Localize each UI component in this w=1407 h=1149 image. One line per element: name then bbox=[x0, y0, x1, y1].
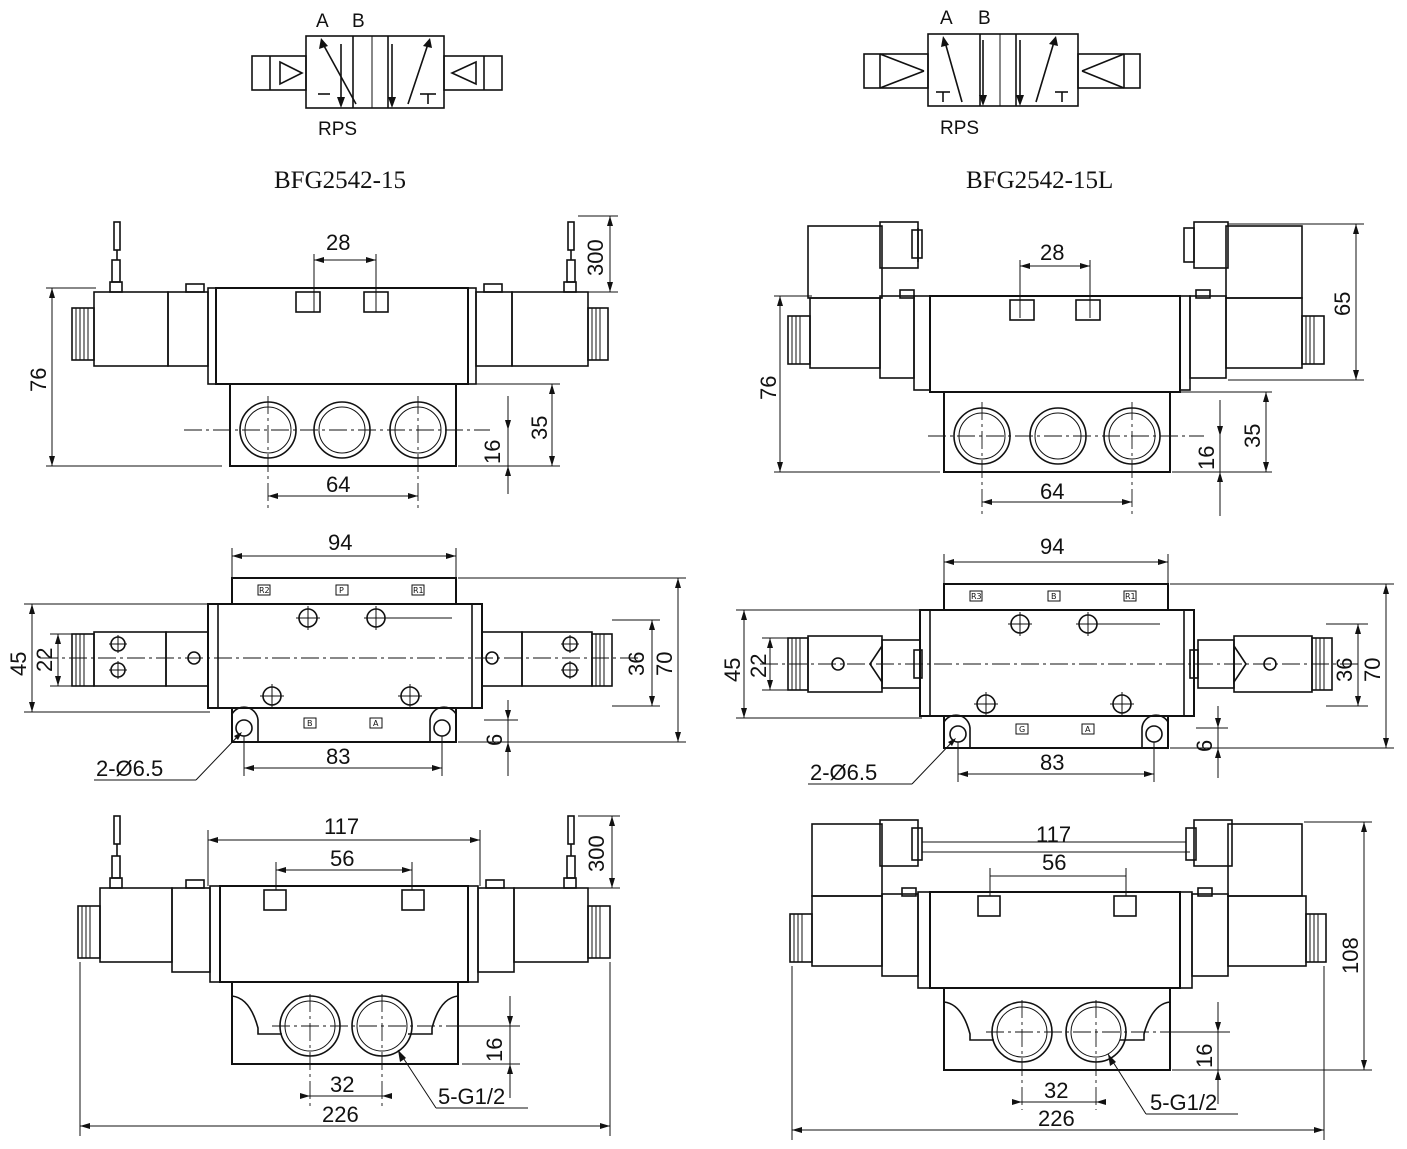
dim-body-height: 45 bbox=[6, 652, 31, 676]
dim-cable-length: 300 bbox=[584, 835, 609, 872]
port-label-g: G bbox=[1019, 725, 1025, 734]
port-label-b: B bbox=[1051, 592, 1057, 601]
dim-port-height: 16 bbox=[1194, 446, 1219, 470]
dim-height-36: 36 bbox=[624, 652, 649, 676]
dim-coil-height: 22 bbox=[746, 654, 771, 678]
left-top-view: R2 P R1 B A bbox=[6, 530, 686, 781]
dim-spacing-56: 56 bbox=[1042, 850, 1066, 875]
ports-thread-label: 5-G1/2 bbox=[438, 1084, 505, 1109]
port-label-r1: R1 bbox=[1125, 592, 1136, 601]
dim-port-pitch: 32 bbox=[1044, 1078, 1068, 1103]
right-valve-symbol: A B RPS bbox=[863, 8, 1141, 139]
dim-port-height: 16 bbox=[480, 440, 505, 464]
left-front-view: 28 300 76 35 16 64 bbox=[26, 215, 618, 510]
dim-height-70: 70 bbox=[652, 652, 677, 676]
dim-length-117: 117 bbox=[1036, 822, 1071, 847]
dim-port-pitch: 64 bbox=[1040, 479, 1064, 504]
dim-body-height: 45 bbox=[720, 658, 745, 682]
left-valve-symbol: A B RPS bbox=[251, 11, 503, 140]
right-front-view: 28 65 76 35 16 64 bbox=[756, 221, 1364, 516]
dim-total-length: 226 bbox=[1038, 1106, 1075, 1131]
dim-port-spacing: 28 bbox=[326, 230, 350, 255]
dim-spacing-56: 56 bbox=[330, 846, 354, 871]
dim-body-width: 94 bbox=[328, 530, 352, 555]
dim-port-pitch: 32 bbox=[330, 1072, 354, 1097]
dim-foot: 6 bbox=[482, 734, 507, 746]
dim-foot: 6 bbox=[1192, 740, 1217, 752]
symbol-ports-rps: RPS bbox=[318, 119, 357, 140]
dim-height-108: 108 bbox=[1338, 937, 1363, 974]
dim-port-pitch: 64 bbox=[326, 472, 350, 497]
port-label-a: A bbox=[1085, 725, 1091, 734]
symbol-port-a: A bbox=[316, 11, 329, 32]
dim-mount-spacing: 83 bbox=[1040, 750, 1064, 775]
symbol-port-b: B bbox=[978, 8, 991, 29]
port-label-a: A bbox=[373, 719, 379, 728]
dim-base-height: 35 bbox=[527, 416, 552, 440]
dim-overall-height: 76 bbox=[26, 368, 51, 392]
port-label-r1: R1 bbox=[413, 586, 424, 595]
ports-thread-label: 5-G1/2 bbox=[1150, 1090, 1217, 1115]
left-side-view: 117 56 300 16 32 226 5-G1/2 bbox=[77, 814, 620, 1136]
dim-port-height: 16 bbox=[482, 1038, 507, 1062]
port-label-r3: R3 bbox=[971, 592, 982, 601]
port-label-r2: R2 bbox=[259, 586, 270, 595]
dim-port-spacing: 28 bbox=[1040, 240, 1064, 265]
port-label-b: B bbox=[307, 719, 313, 728]
dim-height-36: 36 bbox=[1332, 658, 1357, 682]
symbol-port-a: A bbox=[940, 8, 953, 29]
dim-overall-height: 76 bbox=[756, 376, 781, 400]
symbol-ports-rps: RPS bbox=[940, 118, 979, 139]
dim-coil-height: 22 bbox=[32, 648, 57, 672]
dim-port-height: 16 bbox=[1192, 1044, 1217, 1068]
dim-body-width: 94 bbox=[1040, 534, 1064, 559]
right-top-view: R3 B R1 G A bbox=[720, 534, 1394, 785]
dim-total-length: 226 bbox=[322, 1102, 359, 1127]
port-label-p: P bbox=[339, 586, 344, 595]
dim-mount-spacing: 83 bbox=[326, 744, 350, 769]
right-model-title: BFG2542-15L bbox=[966, 167, 1113, 194]
right-side-view: 117 56 108 16 32 226 5-G1/2 bbox=[789, 819, 1372, 1140]
symbol-port-b: B bbox=[352, 11, 365, 32]
dim-height-70: 70 bbox=[1360, 658, 1385, 682]
mounting-holes-label: 2-Ø6.5 bbox=[96, 756, 163, 781]
mounting-holes-label: 2-Ø6.5 bbox=[810, 760, 877, 785]
dim-length-117: 117 bbox=[324, 814, 359, 839]
left-model-title: BFG2542-15 bbox=[274, 167, 406, 194]
dim-coil-height: 65 bbox=[1330, 292, 1355, 316]
dim-cable-length: 300 bbox=[583, 239, 608, 276]
dim-base-height: 35 bbox=[1240, 424, 1265, 448]
